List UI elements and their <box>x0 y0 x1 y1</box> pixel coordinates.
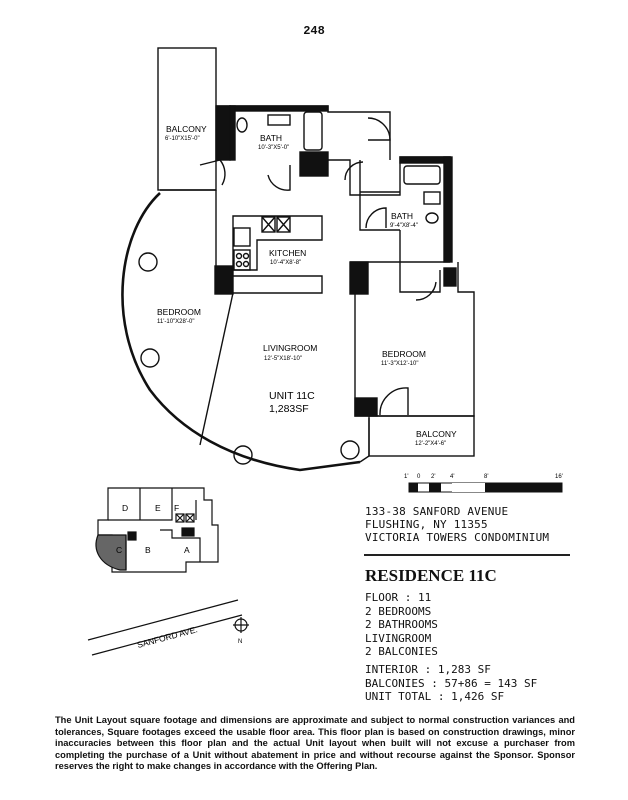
area-total: UNIT TOTAL : 1,426 SF <box>365 690 505 703</box>
address-line: VICTORIA TOWERS CONDOMINIUM <box>365 531 550 544</box>
bathtub-right <box>403 165 441 185</box>
area-balconies: BALCONIES : 57+86 = 143 SF <box>365 676 538 690</box>
fact-floor: FLOOR : 11 <box>365 591 432 604</box>
room-dims: 12'-5"X18'-10" <box>264 356 302 362</box>
unit-facts: FLOOR : 11 2 BEDROOMS 2 BATHROOMS LIVING… <box>365 591 438 659</box>
scale-tick: 8' <box>484 474 488 480</box>
divider <box>364 554 570 556</box>
room-dims: 10'-4"X8'-8" <box>270 260 301 266</box>
room-name: BATH <box>260 133 282 143</box>
keyplan-unit: F <box>174 503 179 513</box>
scale-tick: 2' <box>431 474 435 480</box>
keyplan-unit: D <box>122 503 128 513</box>
unit-name: UNIT 11C <box>269 390 315 402</box>
room-name: BEDROOM <box>157 307 201 317</box>
north-label: N <box>238 639 242 645</box>
keyplan-unit: E <box>155 503 161 513</box>
scale-tick: 16' <box>555 474 563 480</box>
room-dims: 11'-10"X28'-0" <box>157 319 194 325</box>
unit-area: 1,283SF <box>269 403 309 415</box>
room-dims: 12'-2"X4'-6" <box>415 441 446 447</box>
address-block: 133-38 SANFORD AVENUE FLUSHING, NY 11355… <box>365 505 549 544</box>
area-interior: INTERIOR : 1,283 SF <box>365 663 491 676</box>
room-dims: 10'-3"X5'-0" <box>258 145 289 151</box>
room-dims: 11'-3"X12'-10" <box>381 361 418 367</box>
room-name: BEDROOM <box>382 349 426 359</box>
keyplan-unit: A <box>184 545 190 555</box>
room-dims: 6'-10"X15'-0" <box>165 136 200 142</box>
scale-tick: 0 <box>417 474 421 480</box>
room-name: BALCONY <box>416 429 457 439</box>
street-label: SANFORD AVE. <box>136 624 199 650</box>
bathtub-top <box>303 111 323 151</box>
area-summary: INTERIOR : 1,283 SF BALCONIES : 57+86 = … <box>365 663 537 704</box>
scale-tick: 1' <box>404 474 408 480</box>
fact-bedrooms: 2 BEDROOMS <box>365 604 432 618</box>
room-name: LIVINGROOM <box>263 343 317 353</box>
fact-livingroom: LIVINGROOM <box>365 631 432 645</box>
address-line: FLUSHING, NY 11355 <box>365 518 488 531</box>
keyplan-unit: B <box>145 545 151 555</box>
scale-bar: 1' 0 2' 4' 8' 16' <box>404 474 563 493</box>
room-name: KITCHEN <box>269 248 306 258</box>
disclaimer-text: The Unit Layout square footage and dimen… <box>55 715 575 772</box>
fact-balconies: 2 BALCONIES <box>365 645 438 658</box>
fact-bathrooms: 2 BATHROOMS <box>365 618 438 631</box>
page-number: 248 <box>303 24 325 38</box>
address-line: 133-38 SANFORD AVENUE <box>365 505 509 518</box>
keyplan-unit: C <box>116 545 122 555</box>
room-dims: 9'-4"X8'-4" <box>390 223 418 229</box>
residence-title: RESIDENCE 11C <box>365 566 497 585</box>
balcony-left-outline <box>157 47 217 191</box>
room-name: BALCONY <box>166 124 207 134</box>
key-plan <box>87 487 249 656</box>
room-name: BATH <box>391 211 413 221</box>
scale-tick: 4' <box>450 474 454 480</box>
